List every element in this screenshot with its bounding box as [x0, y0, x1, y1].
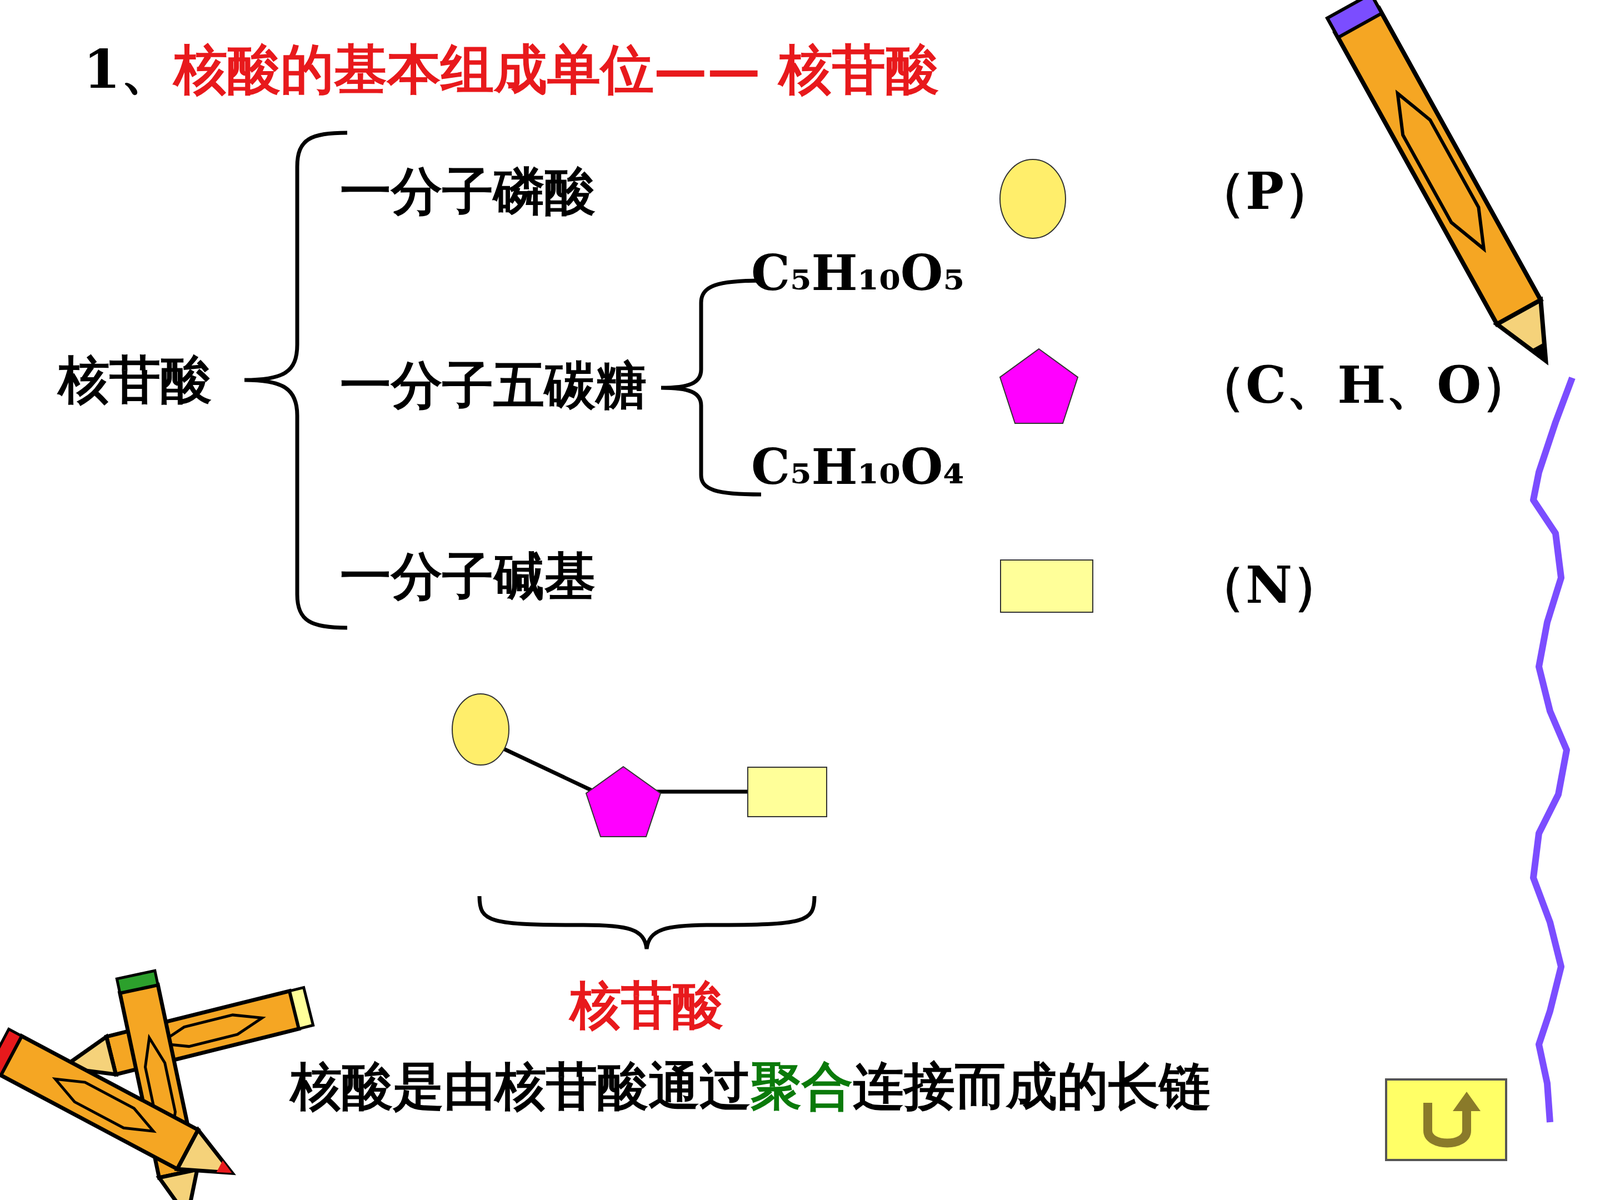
- formula-label: C₅H₁₀O₅: [751, 245, 965, 302]
- note-keyword: 聚合: [750, 1057, 853, 1117]
- pencil: [57, 987, 313, 1087]
- brace: [244, 132, 348, 628]
- component-label: 一分子磷酸: [340, 162, 596, 222]
- component-label: 一分子碱基: [340, 547, 596, 607]
- return-icon: [1452, 1091, 1481, 1112]
- pencil: [1327, 0, 1568, 373]
- brace: [661, 280, 762, 495]
- brace: [479, 896, 815, 949]
- formula-label: C₅H₁₀O₄: [751, 438, 965, 495]
- legend-swatch: [998, 158, 1094, 242]
- bond-line: [655, 790, 748, 794]
- wavy-line: [1533, 377, 1573, 1123]
- return-button: [1386, 1079, 1507, 1160]
- legend-swatch: [997, 346, 1093, 430]
- legend-text: （P）: [1194, 162, 1335, 222]
- bond-line: [494, 744, 595, 792]
- title: 核酸的基本组成单位—— 核苷酸: [173, 38, 939, 100]
- base-rect: [747, 767, 827, 817]
- legend-text: （C、H、O）: [1194, 356, 1533, 415]
- sugar-pentagon: [586, 766, 661, 837]
- phosphate-circle: [452, 693, 509, 765]
- note-text: 核酸是由核苷酸通过: [290, 1057, 751, 1117]
- component-label: 一分子五碳糖: [340, 356, 647, 415]
- legend-swatch: [1000, 559, 1095, 643]
- legend-text: （N）: [1194, 556, 1344, 615]
- term-label: 核苷酸: [58, 350, 212, 410]
- section-number: 1、: [83, 38, 174, 100]
- term-label: 核苷酸: [570, 976, 724, 1035]
- note-text: 连接而成的长链: [852, 1057, 1211, 1117]
- pencil: [0, 1028, 243, 1193]
